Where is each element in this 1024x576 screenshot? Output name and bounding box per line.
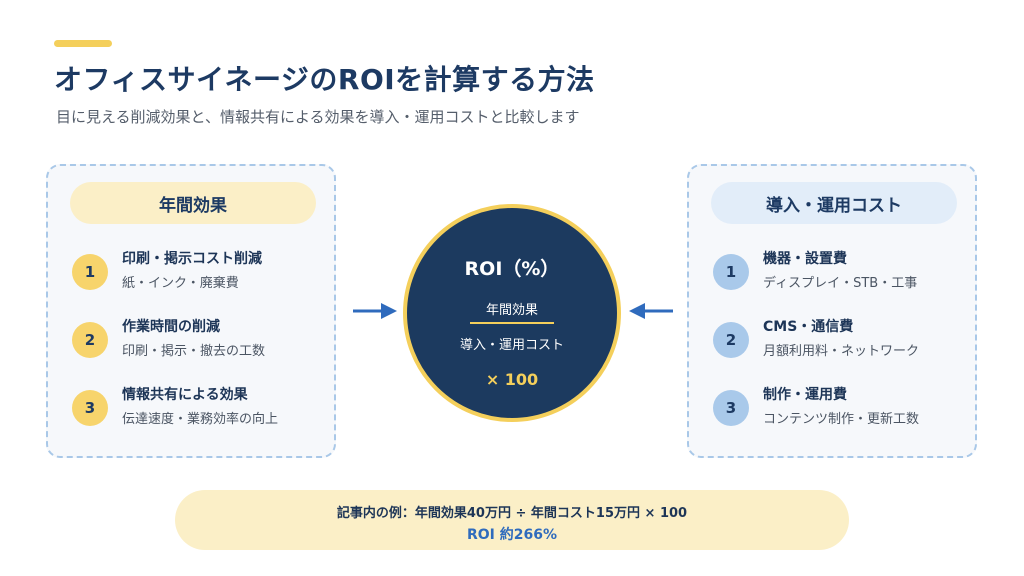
cost-item-desc: ディスプレイ・STB・工事 [763,276,918,291]
example-callout: 記事内の例：年間効果40万円 ÷ 年間コスト15万円 × 100 ROI 約26… [175,490,849,550]
effect-item-desc: 印刷・掲示・撤去の工数 [122,344,266,359]
roi-formula-multiplier: × 100 [485,370,539,389]
arrow-left-icon [629,303,673,319]
effect-item-title: 作業時間の削減 [122,319,220,335]
accent-bar [54,40,112,47]
roi-formula-numerator: 年間効果 [485,303,538,318]
effect-item-1: 1 印刷・掲示コスト削減 紙・インク・廃棄費 [72,248,322,296]
fraction-divider [470,322,554,324]
cost-item-1: 1 機器・設置費 ディスプレイ・STB・工事 [713,248,963,296]
effect-item-desc: 伝達速度・業務効率の向上 [122,412,279,427]
cost-item-desc: 月額利用料・ネットワーク [763,344,920,359]
cost-item-2: 2 CMS・通信費 月額利用料・ネットワーク [713,316,963,364]
effect-item-title: 情報共有による効果 [122,387,248,403]
costs-panel: 導入・運用コスト 1 機器・設置費 ディスプレイ・STB・工事 2 CMS・通信… [687,164,977,458]
roi-formula-denominator: 導入・運用コスト [459,338,564,353]
cost-item-title: 機器・設置費 [763,251,847,267]
annual-effects-heading: 年間効果 [70,182,316,224]
effect-item-desc: 紙・インク・廃棄費 [122,276,239,291]
arrow-right-icon [353,303,397,319]
cost-item-desc: コンテンツ制作・更新工数 [763,412,920,427]
cost-item-title: 制作・運用費 [763,387,847,403]
page-title: オフィスサイネージのROIを計算する方法 [54,63,595,96]
cost-item-number: 1 [713,254,749,290]
cost-item-number: 3 [713,390,749,426]
effect-item-2: 2 作業時間の削減 印刷・掲示・撤去の工数 [72,316,322,364]
cost-item-title: CMS・通信費 [763,319,854,335]
effect-item-3: 3 情報共有による効果 伝達速度・業務効率の向上 [72,384,322,432]
example-result: ROI 約266% [466,527,557,543]
cost-item-number: 2 [713,322,749,358]
roi-formula-circle: ROI（%） 年間効果 導入・運用コスト × 100 [403,204,621,422]
roi-formula-title: ROI（%） [464,258,560,280]
effect-item-number: 3 [72,390,108,426]
cost-item-3: 3 制作・運用費 コンテンツ制作・更新工数 [713,384,963,432]
effect-item-number: 2 [72,322,108,358]
effect-item-number: 1 [72,254,108,290]
page-subtitle: 目に見える削減効果と、情報共有による効果を導入・運用コストと比較します [56,108,580,126]
annual-effects-panel: 年間効果 1 印刷・掲示コスト削減 紙・インク・廃棄費 2 作業時間の削減 印刷… [46,164,336,458]
costs-heading: 導入・運用コスト [711,182,957,224]
example-text: 記事内の例：年間効果40万円 ÷ 年間コスト15万円 × 100 [336,506,688,521]
effect-item-title: 印刷・掲示コスト削減 [122,251,262,267]
